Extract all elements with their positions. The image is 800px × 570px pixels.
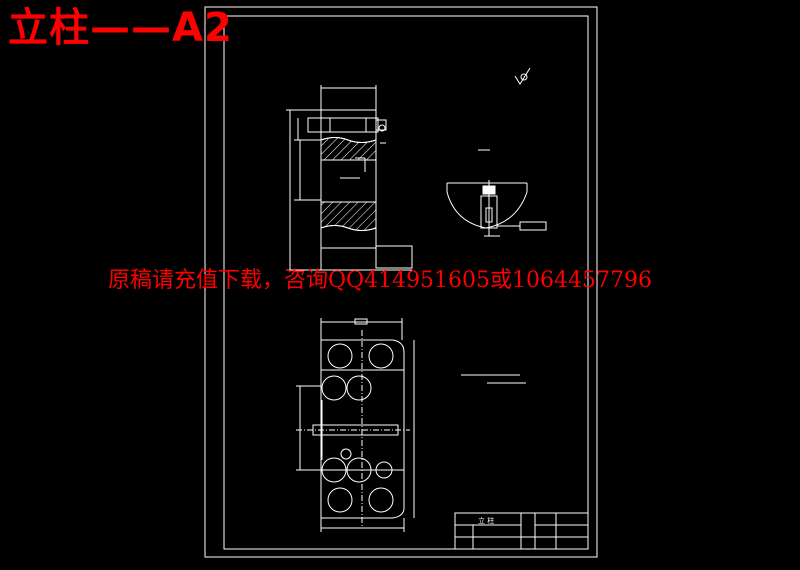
front-view xyxy=(286,85,413,271)
inner-border xyxy=(223,15,589,550)
surface-roughness-icon xyxy=(514,67,531,85)
hatch-section-upper xyxy=(320,137,377,161)
watermark-text: 原稿请充值下载，咨询QQ414951605或1064457796 xyxy=(108,268,653,293)
hatch-section-lower xyxy=(320,201,377,231)
technical-notes xyxy=(461,374,526,384)
outer-border xyxy=(204,6,598,558)
top-view xyxy=(296,318,415,532)
drawing-title-overlay: 立柱——A2 xyxy=(8,5,233,51)
title-block xyxy=(454,512,589,550)
section-view xyxy=(446,149,547,237)
title-block-part-name: 立 柱 xyxy=(478,516,494,525)
